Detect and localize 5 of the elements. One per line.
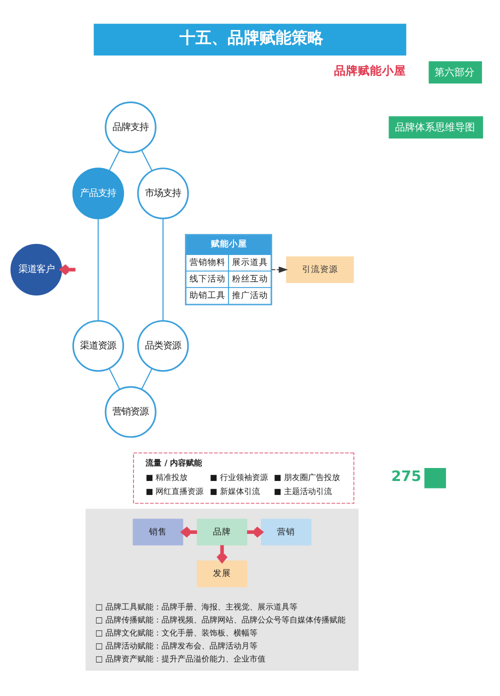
- label: 品牌体系思维导图: [394, 122, 475, 133]
- label: 第六部分: [434, 66, 474, 78]
- label: 品牌赋能小屋: [334, 62, 406, 77]
- label: 275: [391, 468, 422, 484]
- diagram-title: 十五、品牌赋能策略: [179, 27, 324, 46]
